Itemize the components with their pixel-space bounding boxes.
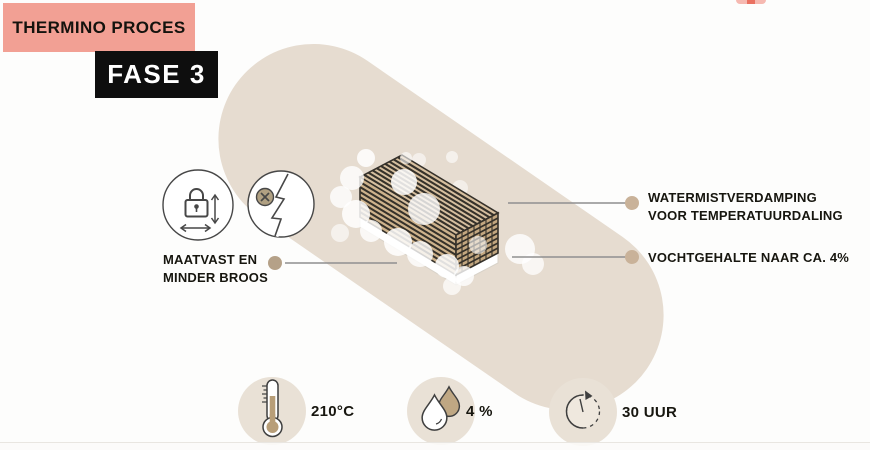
connector-watermist (508, 196, 639, 210)
connector-maatvast (268, 256, 397, 270)
stat-duration: 30 UUR (622, 404, 678, 421)
callout-maatvast-line1: MAATVAST EN (163, 252, 258, 267)
stat-temperature: 210°C (311, 403, 355, 420)
connector-dot (625, 196, 639, 210)
callout-maatvast: MAATVAST EN MINDER BROOS (163, 251, 268, 287)
phase-label: FASE 3 (107, 59, 206, 89)
callout-watermist: WATERMISTVERDAMPING VOOR TEMPERATUURDALI… (648, 189, 843, 225)
callout-maatvast-line2: MINDER BROOS (163, 269, 268, 285)
clock-icon (549, 378, 617, 446)
process-title-badge: THERMINO PROCES (3, 3, 195, 52)
connector-dot (268, 256, 282, 270)
no-cracking-icon (247, 170, 315, 238)
connector-dot (625, 250, 639, 264)
callout-vochtgehalte-line1: VOCHTGEHALTE NAAR CA. 4% (648, 250, 850, 265)
stat-moisture: 4 % (466, 403, 493, 420)
connector-vochtgehalte (512, 250, 639, 264)
water-drops-icon (407, 377, 475, 445)
callout-vochtgehalte: VOCHTGEHALTE NAAR CA. 4% (648, 249, 849, 267)
callout-watermist-line1: WATERMISTVERDAMPING (648, 190, 817, 205)
bottom-strip (0, 442, 870, 450)
callout-watermist-line2: VOOR TEMPERATUURDALING (648, 207, 843, 223)
logo-fragment (736, 0, 766, 4)
thermometer-icon (238, 377, 306, 445)
dimension-lock-icon (162, 169, 234, 241)
phase-badge: FASE 3 (95, 51, 218, 98)
process-title: THERMINO PROCES (12, 17, 186, 37)
